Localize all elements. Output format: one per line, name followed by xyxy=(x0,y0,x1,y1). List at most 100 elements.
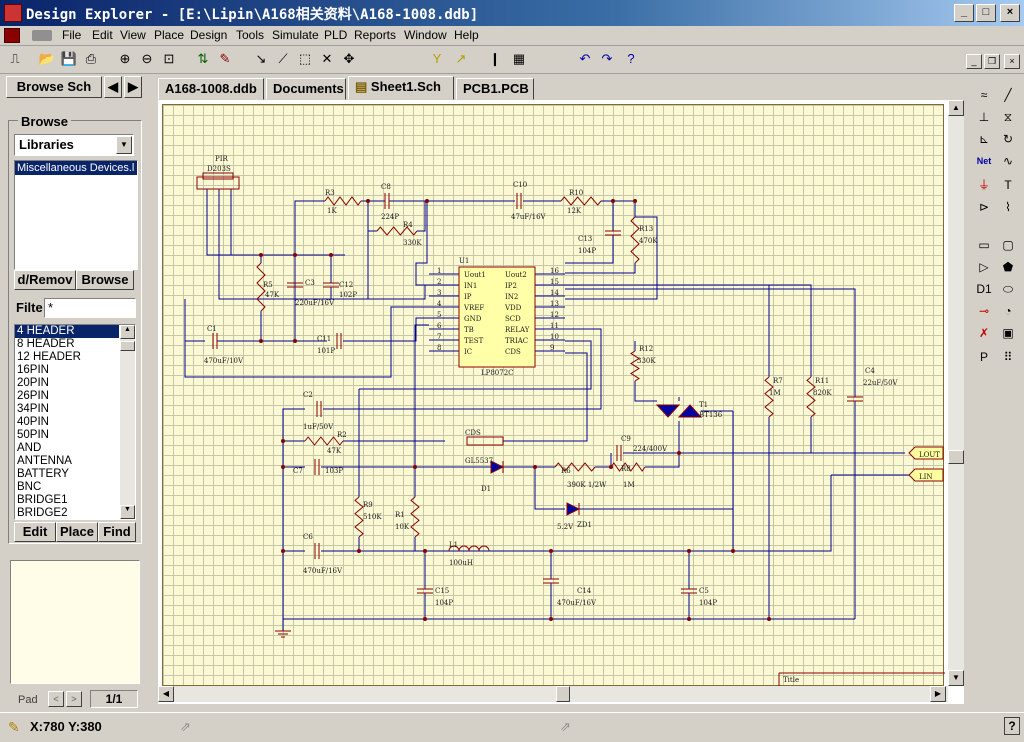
next-page-icon[interactable]: > xyxy=(66,691,82,707)
open-folder-icon[interactable]: 📂 xyxy=(38,51,56,66)
wire-line-icon[interactable]: ╱ xyxy=(1004,88,1012,102)
redo-icon[interactable]: ↷ xyxy=(601,51,613,66)
wire-icon[interactable]: ⟋ xyxy=(278,51,288,66)
component-item[interactable]: ANTENNA xyxy=(17,455,72,467)
menu-pld[interactable]: PLD xyxy=(324,28,348,42)
tab-pcb1-pcb[interactable]: PCB1.PCB xyxy=(456,78,534,100)
net-label-icon[interactable]: Net xyxy=(976,156,992,166)
zoom-fit-icon[interactable]: ⊡ xyxy=(163,51,175,66)
polyline-icon[interactable]: ⌇ xyxy=(1005,200,1011,214)
array-icon[interactable]: ⠿ xyxy=(1003,350,1013,364)
cross-probe-icon[interactable]: ↘ xyxy=(255,51,267,66)
rectangle-icon[interactable]: ▢ xyxy=(1002,238,1014,252)
menu-file[interactable]: File xyxy=(62,28,82,42)
help-icon[interactable]: ? xyxy=(627,51,635,66)
tab-left-arrow-icon[interactable]: ◀ xyxy=(104,76,122,98)
edit-button[interactable]: Edit xyxy=(14,522,56,542)
zoom-in-icon[interactable]: ⊕ xyxy=(119,51,131,66)
arc-icon[interactable]: ↻ xyxy=(1002,132,1014,146)
library-icon[interactable]: ▦ xyxy=(512,51,526,66)
component-item[interactable]: AND xyxy=(17,442,42,454)
close-button[interactable]: × xyxy=(1000,4,1020,22)
browse-sch-tab[interactable]: Browse Sch xyxy=(6,76,102,98)
h-scroll-thumb[interactable] xyxy=(556,686,570,702)
power-port-icon[interactable]: ⏚ xyxy=(977,178,990,192)
tab-sheet1-sch[interactable]: ▤ Sheet1.Sch xyxy=(348,76,454,100)
chip-icon[interactable]: ⎍ xyxy=(10,51,20,66)
undo-icon[interactable]: ↶ xyxy=(579,51,591,66)
tab-documents[interactable]: Documents xyxy=(266,78,346,100)
ellipse-icon[interactable]: ⬭ xyxy=(1002,282,1014,296)
print-icon[interactable]: ⎙ xyxy=(85,51,97,66)
menu-design[interactable]: Design xyxy=(190,28,228,42)
doc-icon[interactable] xyxy=(4,28,20,43)
menu-reports[interactable]: Reports xyxy=(354,28,397,42)
component-item[interactable]: BRIDGE1 xyxy=(17,494,68,506)
library-list[interactable]: Miscellaneous Devices.l xyxy=(14,160,138,270)
scroll-left-icon[interactable]: ◀ xyxy=(158,686,174,702)
doc-restore-button[interactable]: ❐ xyxy=(984,54,1000,69)
probe-icon[interactable]: ✗ xyxy=(978,326,990,340)
browse-dropdown[interactable]: Libraries ▼ xyxy=(14,134,134,156)
prev-page-icon[interactable]: < xyxy=(48,691,64,707)
place-button[interactable]: Place xyxy=(56,522,98,542)
scroll-up-main-icon[interactable]: ▲ xyxy=(948,100,964,116)
menu-place[interactable]: Place xyxy=(154,28,185,42)
tab-a168-1008-ddb[interactable]: A168-1008.ddb xyxy=(158,78,264,100)
book-icon[interactable]: ❙ xyxy=(489,51,501,66)
menu-simulate[interactable]: Simulate xyxy=(272,28,319,42)
filter-input[interactable]: * xyxy=(44,298,136,318)
library-item[interactable]: Miscellaneous Devices.l xyxy=(15,161,137,175)
component-item[interactable]: 16PIN xyxy=(17,364,49,376)
text-icon[interactable]: T xyxy=(1004,178,1012,192)
part-icon[interactable]: D1 xyxy=(976,282,992,296)
image-icon[interactable]: ▣ xyxy=(1002,326,1014,340)
menu-view[interactable]: View xyxy=(120,28,146,42)
v-scroll-thumb[interactable] xyxy=(948,450,964,464)
horizontal-scrollbar[interactable]: ◀ ▶ xyxy=(158,686,948,702)
sheet-entry-icon[interactable]: ▷ xyxy=(979,260,989,274)
component-item[interactable]: BRIDGE2 xyxy=(17,507,68,519)
menu-tools[interactable]: Tools xyxy=(236,28,265,42)
find-button[interactable]: Find xyxy=(98,522,136,542)
vertical-scrollbar[interactable]: ▲ ▼ xyxy=(948,100,964,686)
component-item[interactable]: BATTERY xyxy=(17,468,69,480)
pen-icon[interactable]: ✎ xyxy=(219,51,231,66)
deselect-icon[interactable]: ✕ xyxy=(321,51,333,66)
scroll-down-icon[interactable]: ▼ xyxy=(120,505,135,519)
junction-icon[interactable]: ⊾ xyxy=(978,132,990,146)
add-remove-button[interactable]: d/Remov xyxy=(14,270,76,290)
maximize-button[interactable]: □ xyxy=(976,4,996,22)
scroll-thumb[interactable] xyxy=(120,341,135,351)
menu-edit[interactable]: Edit xyxy=(92,28,113,42)
sheet-symbol-icon[interactable]: ▭ xyxy=(978,238,990,252)
component-item[interactable]: 12 HEADER xyxy=(17,351,81,363)
component-item[interactable]: 4 HEADER xyxy=(15,325,119,338)
doc-minimize-button[interactable]: _ xyxy=(966,54,982,69)
zoom-out-icon[interactable]: ⊖ xyxy=(141,51,153,66)
no-erc-icon[interactable]: ⧖ xyxy=(1003,110,1013,124)
pointer-icon[interactable]: ↗ xyxy=(455,51,467,66)
doc-close-button[interactable]: × xyxy=(1004,54,1020,69)
component-item[interactable]: BNC xyxy=(17,481,42,493)
bus-icon[interactable]: ≈ xyxy=(980,88,988,102)
sine-icon[interactable]: ∿ xyxy=(1002,154,1014,168)
component-item[interactable]: 34PIN xyxy=(17,403,49,415)
polygon-icon[interactable]: ⬟ xyxy=(1002,260,1014,274)
scroll-up-icon[interactable]: ▲ xyxy=(120,325,135,339)
component-item[interactable]: 40PIN xyxy=(17,416,49,428)
scroll-right-icon[interactable]: ▶ xyxy=(930,686,946,702)
tab-right-arrow-icon[interactable]: ▶ xyxy=(124,76,142,98)
move-icon[interactable]: ⇅ xyxy=(197,51,209,66)
move-cross-icon[interactable]: ✥ xyxy=(343,51,355,66)
component-scrollbar[interactable]: ▲ ▼ xyxy=(120,325,135,519)
bus-entry-icon[interactable]: ⊥ xyxy=(978,110,990,124)
pie-icon[interactable]: ◔ xyxy=(1004,304,1012,318)
browse-button[interactable]: Browse xyxy=(76,270,134,290)
pin-icon[interactable]: ⊸ xyxy=(978,304,990,318)
arrow-icon[interactable] xyxy=(32,30,52,41)
port-icon[interactable]: ⊳ xyxy=(978,200,990,214)
